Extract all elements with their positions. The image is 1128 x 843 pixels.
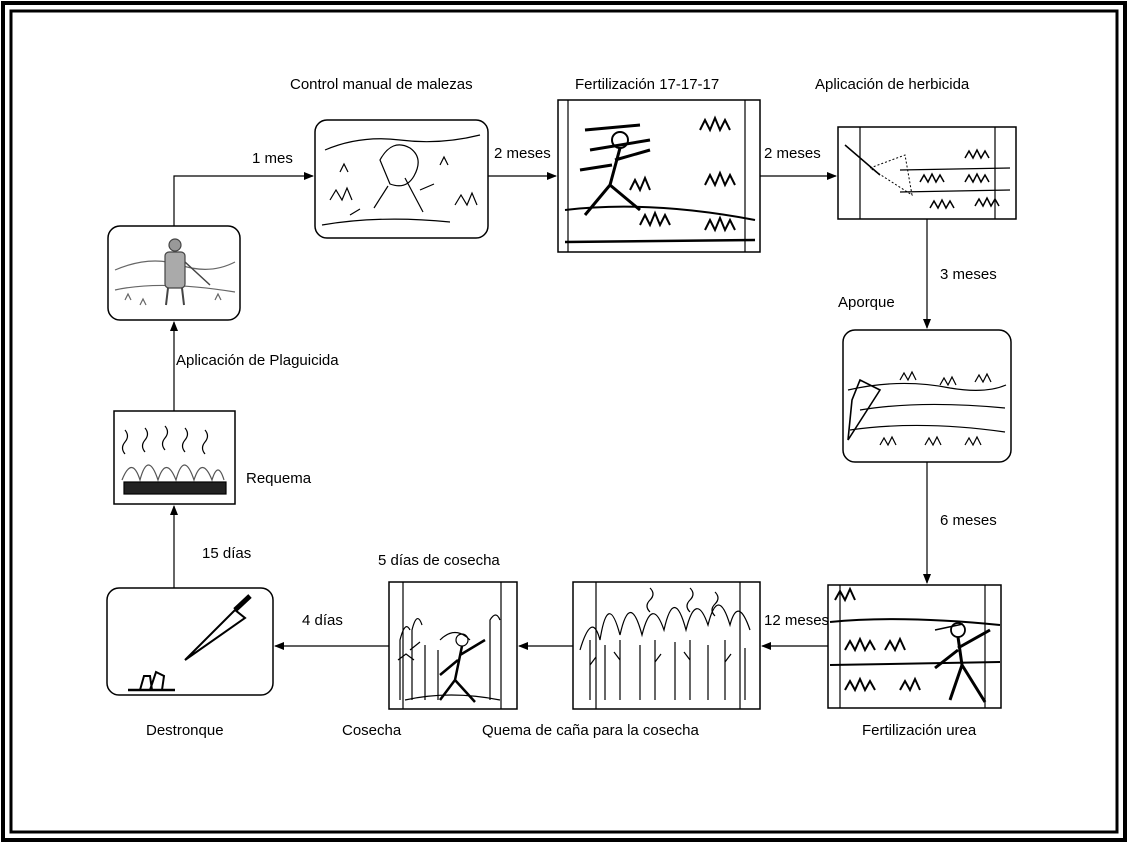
interval-2-meses-a: 2 meses	[494, 145, 551, 162]
label-fertilizacion-171717: Fertilización 17-17-17	[575, 76, 720, 93]
fertilizacion-urea-image	[827, 584, 1002, 709]
interval-4-dias: 4 días	[302, 612, 343, 629]
label-destronque: Destronque	[146, 722, 224, 739]
label-control-manual: Control manual de malezas	[290, 76, 473, 93]
label-cosecha: Cosecha	[342, 722, 402, 739]
label-cinco-dias-cosecha: 5 días de cosecha	[378, 552, 500, 569]
interval-3-meses: 3 meses	[940, 266, 997, 283]
label-fertilizacion-urea: Fertilización urea	[862, 722, 977, 739]
aporque-image	[842, 329, 1012, 463]
label-requema: Requema	[246, 470, 312, 487]
arrow-plaguicida-to-control	[173, 172, 314, 226]
destronque-image	[106, 587, 274, 696]
interval-2-meses-b: 2 meses	[764, 145, 821, 162]
label-aporque: Aporque	[838, 294, 895, 311]
interval-1-mes: 1 mes	[252, 150, 293, 167]
aplicacion-herbicida-image	[837, 126, 1017, 220]
interval-15-dias: 15 días	[202, 545, 252, 562]
label-aplicacion-herbicida: Aplicación de herbicida	[815, 76, 970, 93]
aplicacion-plaguicida-image	[107, 225, 241, 321]
quema-cana-image	[572, 581, 761, 710]
label-quema-cana: Quema de caña para la cosecha	[482, 722, 699, 739]
interval-6-meses: 6 meses	[940, 512, 997, 529]
control-manual-image	[314, 119, 489, 239]
interval-12-meses: 12 meses	[764, 612, 830, 629]
label-aplicacion-plaguicida: Aplicación de Plaguicida	[176, 352, 339, 369]
fertilizacion-171717-image	[557, 99, 761, 253]
cosecha-image	[388, 581, 518, 710]
connectors	[170, 172, 931, 650]
requema-image	[113, 410, 236, 505]
